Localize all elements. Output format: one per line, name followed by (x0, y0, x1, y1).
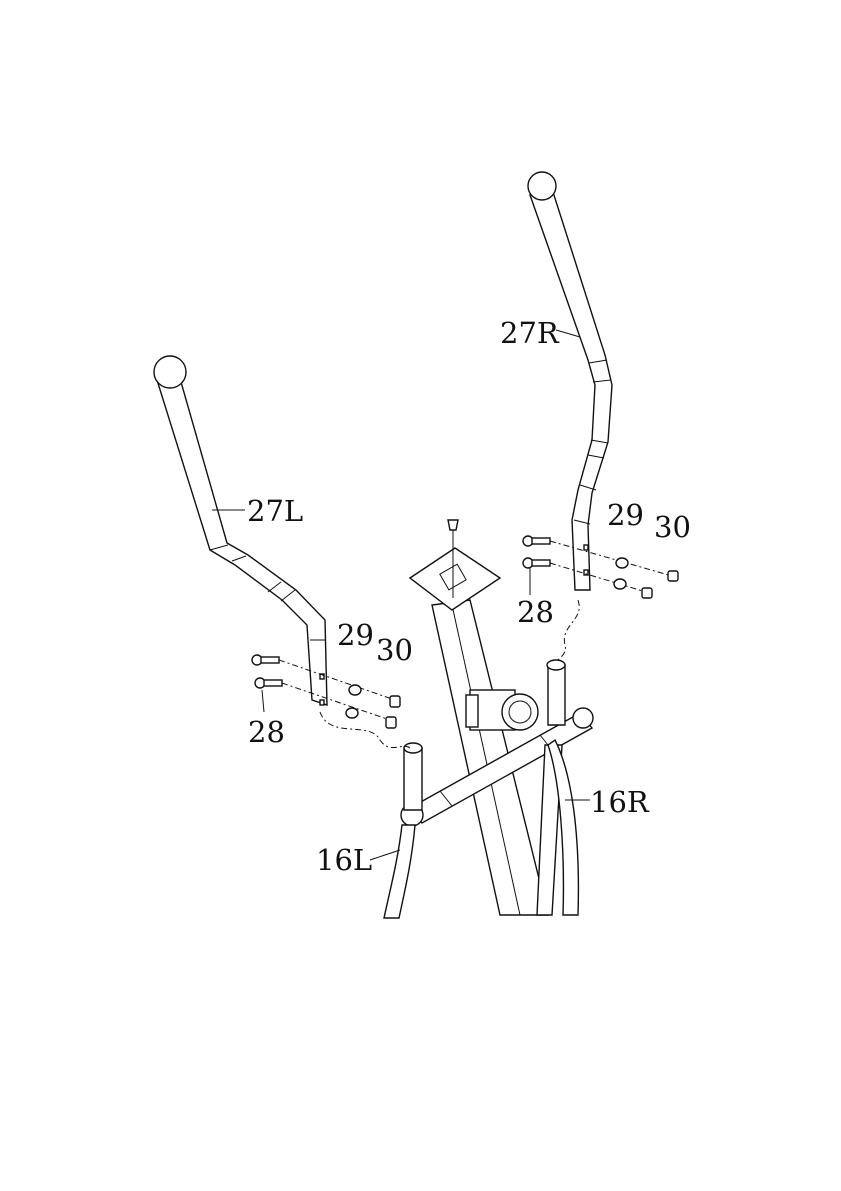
handlebar-27l (154, 356, 327, 705)
label-30-right: 30 (654, 510, 691, 544)
label-27l: 27L (247, 494, 303, 528)
label-30-left: 30 (376, 633, 413, 667)
handlebar-27r (528, 172, 612, 590)
label-16r: 16R (590, 785, 650, 819)
label-16l: 16L (316, 843, 372, 877)
label-28-right: 28 (517, 595, 554, 629)
label-29-left: 29 (337, 618, 374, 652)
label-29-right: 29 (607, 498, 644, 532)
tension-knob (466, 690, 538, 730)
label-28-left: 28 (248, 715, 285, 749)
label-27r: 27R (500, 316, 560, 350)
